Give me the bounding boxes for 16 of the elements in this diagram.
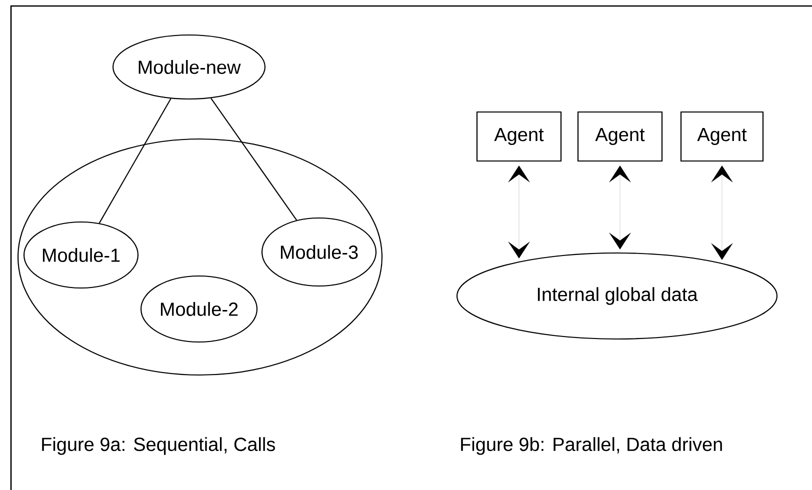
figure-caption: Figure 9b: Parallel, Data driven (461, 437, 722, 455)
figure-caption: Figure 9a: Sequential, Calls (42, 437, 275, 455)
double-arrow (711, 166, 733, 260)
ellipse-node: Module-2 (140, 275, 258, 343)
group-ellipse (17, 138, 383, 376)
agent-box: Agent (476, 111, 562, 162)
ellipse-node: Module-3 (261, 217, 377, 287)
connector-line (210, 98, 298, 220)
agent-box: Agent (680, 111, 764, 162)
ellipse-node: Internal global data (456, 252, 778, 340)
double-arrow (508, 166, 530, 258)
ellipse-node: Module-new (112, 34, 266, 100)
agent-box: Agent (577, 111, 663, 162)
double-arrow (609, 166, 631, 250)
ellipse-node: Module-1 (23, 221, 139, 289)
connector-line (98, 98, 172, 224)
